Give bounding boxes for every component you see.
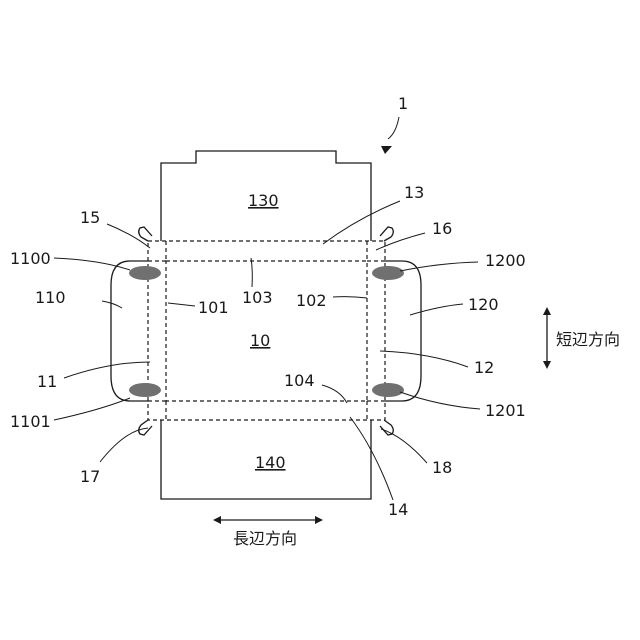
label-17: 17	[80, 467, 100, 486]
label-bottom-flap: 140	[255, 453, 286, 472]
label-103: 103	[242, 288, 273, 307]
spot-1101	[129, 383, 161, 397]
label-120: 120	[468, 295, 499, 314]
left-side-panel-outline	[111, 261, 148, 401]
label-13: 13	[404, 183, 424, 202]
label-1201: 1201	[485, 401, 526, 420]
label-16: 16	[432, 219, 452, 238]
corner-tab-15	[139, 227, 152, 241]
label-top-flap: 130	[248, 191, 279, 210]
label-18: 18	[432, 458, 452, 477]
label-14: 14	[388, 500, 408, 519]
label-fig-ref: 1	[398, 94, 408, 113]
long-side-direction-arrow	[213, 516, 323, 524]
label-110: 110	[35, 288, 66, 307]
spot-1200	[372, 266, 404, 280]
label-1100: 1100	[10, 249, 51, 268]
spot-1201	[372, 383, 404, 397]
label-101: 101	[198, 298, 229, 317]
corner-tab-17	[139, 420, 152, 435]
right-side-panel-outline	[385, 261, 421, 401]
label-104: 104	[284, 371, 315, 390]
label-1101: 1101	[10, 412, 51, 431]
leader-lines	[54, 117, 480, 500]
short-side-direction-label: 短辺方向	[556, 330, 620, 349]
label-11: 11	[37, 372, 57, 391]
label-15: 15	[80, 208, 100, 227]
corner-tab-16	[380, 227, 393, 241]
short-side-direction-arrow	[543, 307, 551, 369]
long-side-direction-label: 長辺方向	[233, 529, 297, 548]
ref-arrowhead	[381, 146, 392, 154]
label-1200: 1200	[485, 251, 526, 270]
spot-1100	[129, 266, 161, 280]
label-12: 12	[474, 358, 494, 377]
label-center-panel: 10	[250, 331, 270, 350]
corner-tab-18	[380, 420, 393, 435]
label-102: 102	[296, 291, 327, 310]
